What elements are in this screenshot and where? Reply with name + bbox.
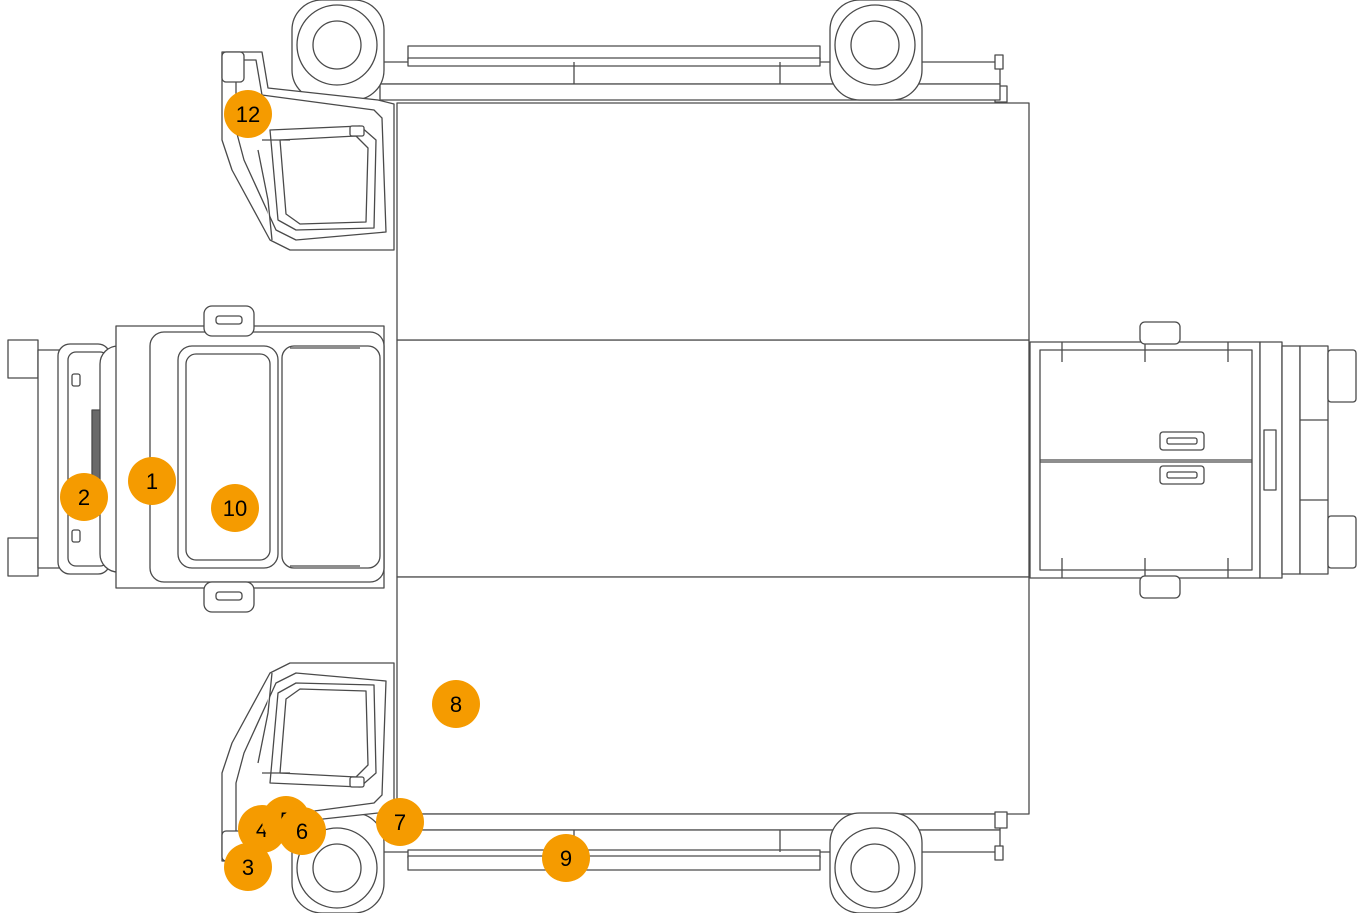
callout-1[interactable]: 1 bbox=[128, 457, 176, 505]
callout-2[interactable]: 2 bbox=[60, 473, 108, 521]
callout-12-label: 12 bbox=[236, 102, 260, 127]
callout-7[interactable]: 7 bbox=[376, 798, 424, 846]
cargo-box-top-wall bbox=[396, 102, 1030, 341]
cargo-box-bottom-wall bbox=[396, 576, 1030, 815]
callout-6-label: 6 bbox=[296, 819, 308, 844]
callout-8-label: 8 bbox=[450, 692, 462, 717]
callout-7-label: 7 bbox=[394, 810, 406, 835]
callout-6[interactable]: 6 bbox=[278, 807, 326, 855]
callout-markers: 12 1 2 10 8 7 9 4 bbox=[60, 90, 590, 891]
callout-8[interactable]: 8 bbox=[432, 680, 480, 728]
callout-3-label: 3 bbox=[242, 855, 254, 880]
wheel-top-front bbox=[291, 0, 385, 101]
wheel-bottom-rear bbox=[829, 812, 923, 914]
callout-12[interactable]: 12 bbox=[224, 90, 272, 138]
cab-front bbox=[7, 305, 385, 613]
callout-3[interactable]: 3 bbox=[224, 843, 272, 891]
callout-10[interactable]: 10 bbox=[211, 484, 259, 532]
wheel-top-rear bbox=[829, 0, 923, 101]
callout-9-label: 9 bbox=[560, 846, 572, 871]
cargo-box-roof bbox=[396, 339, 1030, 578]
callout-10-label: 10 bbox=[223, 496, 247, 521]
callout-1-label: 1 bbox=[146, 469, 158, 494]
rear-doors bbox=[1029, 321, 1357, 599]
callout-9[interactable]: 9 bbox=[542, 834, 590, 882]
callout-2-label: 2 bbox=[78, 485, 90, 510]
